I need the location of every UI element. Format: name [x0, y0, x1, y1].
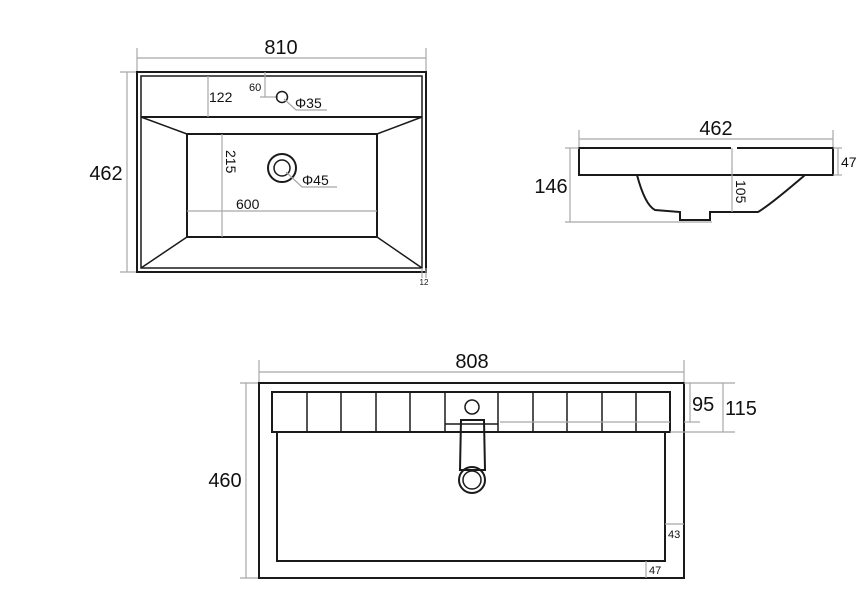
front-height-label: 460 — [208, 470, 241, 492]
top-view: 810 462 122 60 Φ35 215 — [89, 37, 429, 287]
faucet-spout-icon — [458, 466, 486, 494]
tap-offset-label: 60 — [249, 82, 261, 94]
deck-depth-label: 122 — [209, 89, 233, 105]
drain-inner-icon — [273, 159, 291, 177]
bowl-height-label: 105 — [733, 180, 749, 204]
top-width-label: 810 — [264, 37, 297, 59]
tap-hole-icon — [275, 90, 289, 104]
front-width-label: 808 — [455, 351, 488, 373]
rim-height-label: 47 — [841, 154, 857, 170]
bottom-margin-label: 47 — [649, 565, 661, 577]
rim-label: 12 — [420, 278, 429, 287]
bowl-width-label: 600 — [236, 196, 260, 212]
bowl-depth-label: 215 — [223, 150, 239, 174]
side-width-label: 462 — [699, 118, 732, 140]
tap-hole-label: Φ35 — [295, 95, 322, 111]
faucet-hole-icon — [464, 399, 480, 415]
drain-outer-icon — [267, 153, 297, 183]
side-view: 462 146 105 47 — [534, 118, 857, 223]
panel-height-label: 95 — [692, 394, 714, 416]
front-view: 808 460 — [208, 351, 757, 579]
side-margin-label: 43 — [668, 529, 680, 541]
side-height-label: 146 — [534, 176, 567, 198]
top-band-label: 115 — [725, 398, 757, 420]
top-depth-label: 462 — [89, 163, 122, 185]
panel-dividers — [306, 392, 637, 432]
drain-label: Φ45 — [302, 172, 329, 188]
